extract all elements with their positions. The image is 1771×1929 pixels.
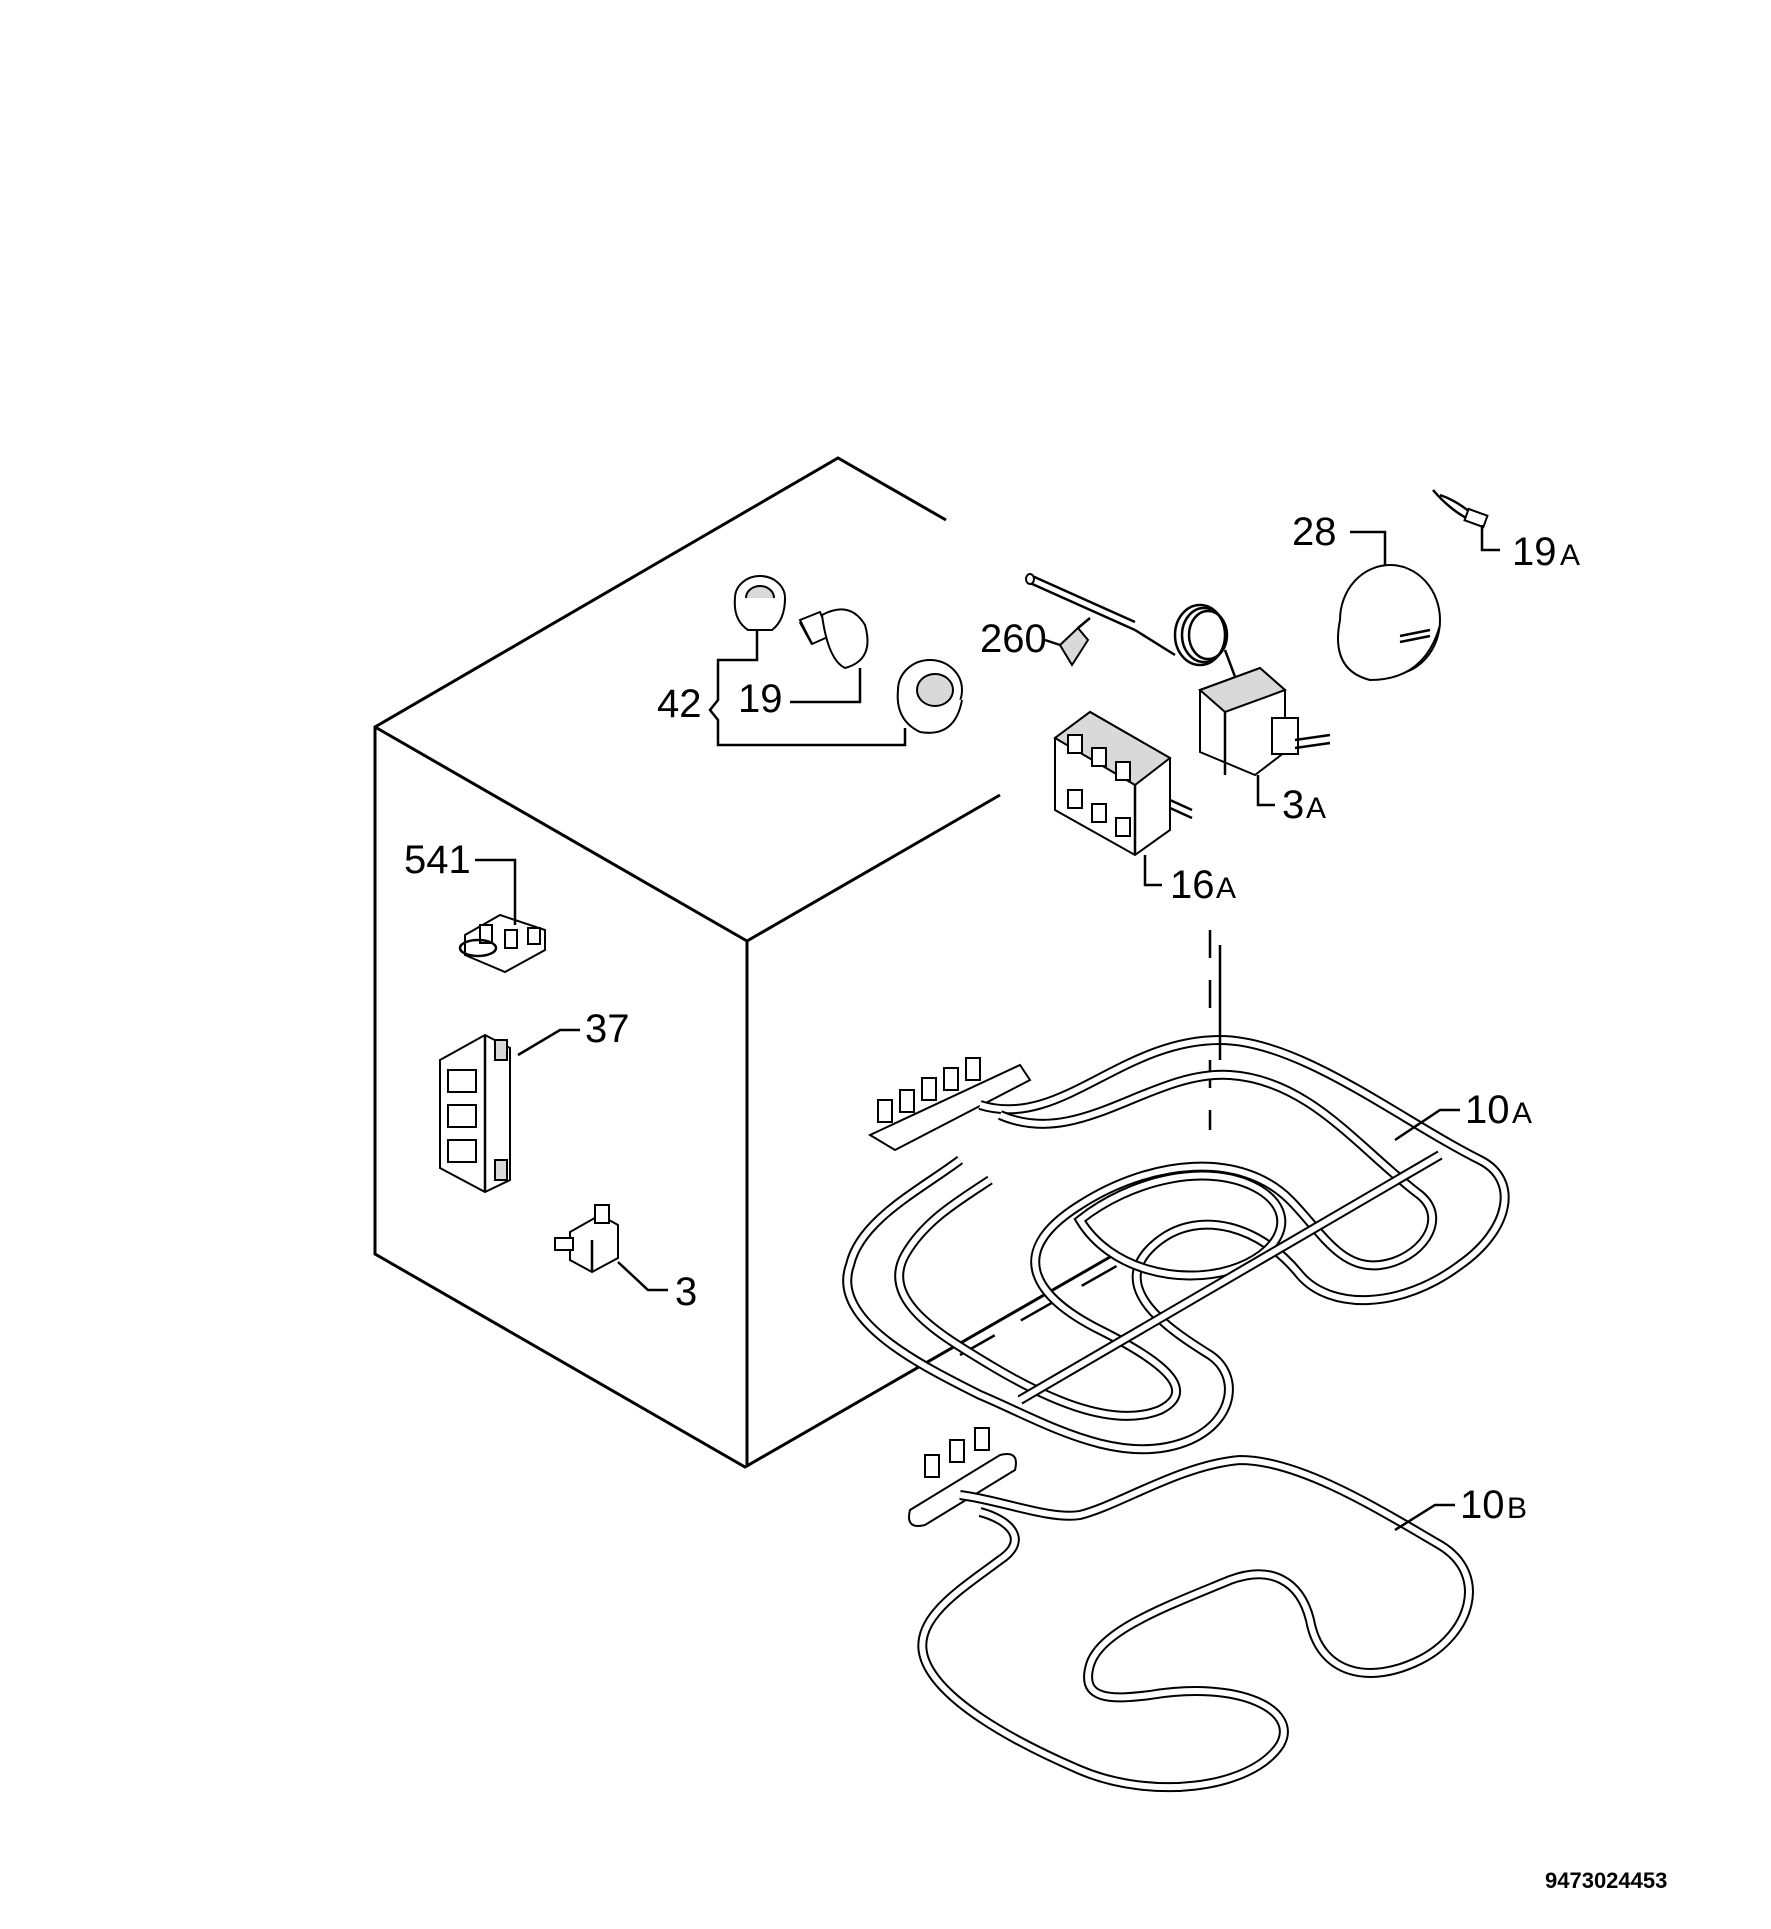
label-19: 19 [738, 677, 783, 721]
bottom-heating-element [908, 1427, 1474, 1793]
label-16a-number: 16 [1170, 863, 1215, 907]
label-3: 3 [675, 1270, 697, 1314]
connector-part [458, 913, 546, 974]
thermal-fuse-part [554, 1204, 619, 1274]
lamp-holder-part [733, 575, 786, 648]
label-37: 37 [585, 1007, 630, 1051]
label-3a-suffix: A [1306, 792, 1326, 825]
label-10b-suffix: B [1507, 1492, 1527, 1525]
lamp-bulb-part [798, 608, 869, 670]
timer-part [1337, 564, 1441, 682]
reference-code: 9473024453 [1545, 1868, 1667, 1893]
lamp-cover-part [896, 659, 963, 734]
label-19a-suffix: A [1560, 539, 1580, 572]
label-42: 42 [657, 682, 702, 726]
label-10a-suffix: A [1512, 1097, 1532, 1130]
terminal-block-part [439, 1033, 511, 1194]
thermostat-part [1025, 573, 1331, 777]
label-10a-number: 10 [1465, 1088, 1510, 1132]
label-19a-number: 19 [1512, 530, 1557, 574]
label-3a-number: 3 [1282, 783, 1304, 827]
top-heating-element [842, 1034, 1510, 1455]
label-541: 541 [404, 838, 471, 882]
label-16a-suffix: A [1216, 872, 1236, 905]
selector-switch-part [1053, 710, 1193, 857]
leader-lines [475, 525, 1500, 1532]
clip-part [1058, 617, 1091, 667]
label-10b-number: 10 [1460, 1483, 1505, 1527]
indicator-light-part [1432, 489, 1489, 529]
label-28: 28 [1292, 510, 1337, 554]
label-260: 260 [980, 617, 1047, 661]
